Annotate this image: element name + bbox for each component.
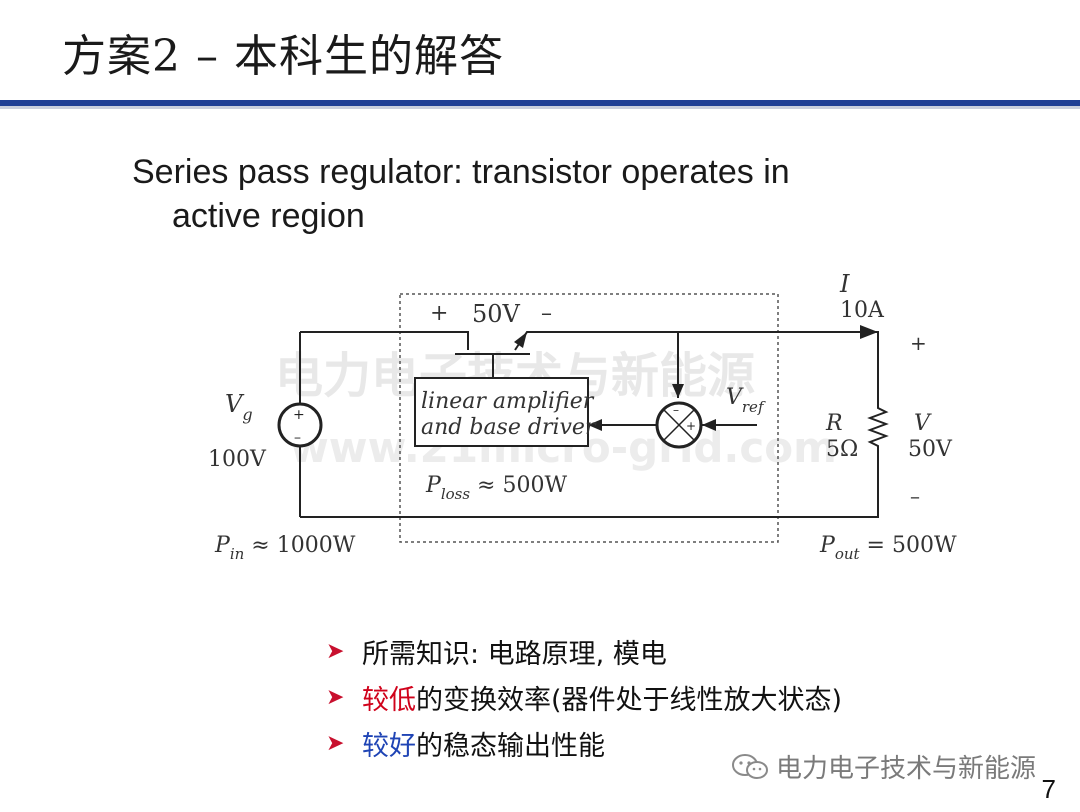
vref-label: Vref	[726, 385, 766, 416]
transistor-minus: –	[541, 301, 552, 326]
bullet-performance: ➤ 较好 的稳态输出性能	[326, 720, 1026, 766]
source-plus: +	[293, 407, 305, 423]
output-plus: +	[910, 331, 927, 355]
bullet-efficiency: ➤ 较低 的变换效率(器件处于线性放大状态)	[326, 674, 1026, 720]
bullet-efficiency-highlight: 较低	[362, 684, 416, 716]
amplifier-line-2: and base driver	[421, 415, 597, 440]
source-minus: –	[294, 430, 301, 446]
regulator-boundary	[399, 293, 779, 543]
resistor	[867, 402, 889, 452]
source-value: 100V	[208, 447, 267, 472]
bullet-performance-text: 的稳态输出性能	[416, 730, 605, 762]
pout-label: Pout = 500W	[819, 533, 957, 563]
bullet-arrow-icon: ➤	[326, 730, 345, 756]
amp-arrowhead	[588, 419, 602, 431]
footer-brand-text: 电力电子技术与新能源	[776, 754, 1037, 784]
svg-text:–: –	[673, 403, 679, 417]
bottom-wire	[300, 452, 879, 518]
summing-cross	[663, 409, 695, 441]
bullet-knowledge-text: 所需知识: 电路原理, 模电	[362, 638, 667, 670]
voltage-source	[277, 402, 323, 448]
load-value: 5Ω	[826, 437, 858, 462]
pin-label: Pin ≈ 1000W	[214, 533, 356, 563]
bullet-arrow-icon: ➤	[326, 638, 345, 664]
subtitle-line-2: active region	[172, 197, 365, 235]
ploss-label: Ploss ≈ 500W	[425, 473, 567, 503]
sense-arrowhead	[672, 384, 684, 398]
transistor-voltage: 50V	[472, 300, 521, 328]
vref-arrowhead	[702, 419, 716, 431]
output-minus: –	[910, 484, 920, 508]
subtitle: Series pass regulator: transistor operat…	[132, 150, 992, 238]
bullet-list: ➤ 所需知识: 电路原理, 模电 ➤ 较低 的变换效率(器件处于线性放大状态) …	[326, 628, 1026, 766]
bullet-efficiency-text: 的变换效率(器件处于线性放大状态)	[416, 684, 843, 716]
top-left-wire	[300, 331, 469, 350]
current-value: 10A	[840, 298, 885, 323]
amplifier-line-1: linear amplifier	[421, 389, 595, 414]
title-rule-shadow	[0, 106, 1080, 109]
source-label: Vg	[225, 390, 253, 424]
emitter-arrowhead	[514, 332, 527, 348]
footer-brand: 电力电子技术与新能源	[730, 748, 1036, 785]
bullet-arrow-icon: ➤	[326, 684, 345, 710]
bullet-performance-highlight: 较好	[362, 730, 416, 762]
wechat-icon	[732, 753, 768, 779]
slide-title: 方案2 – 本科生的解答	[62, 31, 504, 82]
output-value: 50V	[908, 437, 953, 462]
current-arrowhead	[860, 325, 878, 339]
svg-text:+: +	[686, 419, 696, 433]
load-label: R	[825, 411, 843, 436]
subtitle-line-1: Series pass regulator: transistor operat…	[132, 153, 790, 191]
page-number: 7	[1041, 774, 1056, 804]
title-rule	[0, 100, 1080, 106]
current-label: I	[839, 270, 850, 298]
output-label: V	[914, 411, 932, 436]
bullet-knowledge: ➤ 所需知识: 电路原理, 模电	[326, 628, 1026, 674]
amplifier-box	[414, 377, 589, 447]
transistor-plus: +	[430, 301, 448, 326]
